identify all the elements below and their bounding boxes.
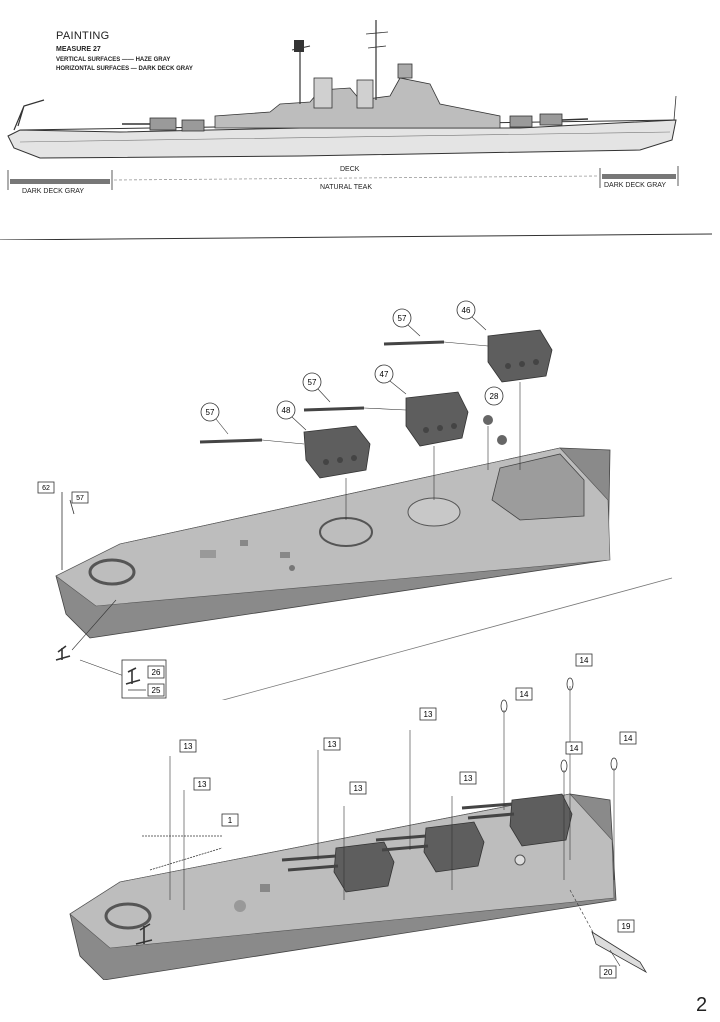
turret-48: [303, 425, 371, 479]
callout-13-a: 13: [419, 707, 437, 721]
callout-28: 28: [484, 386, 504, 406]
svg-text:57: 57: [398, 314, 407, 323]
svg-text:14: 14: [580, 656, 589, 665]
callout-13-c: 13: [179, 739, 197, 753]
svg-text:13: 13: [354, 784, 363, 793]
svg-text:13: 13: [328, 740, 337, 749]
callout-57-a: 57: [392, 308, 421, 337]
callout-14-d: 14: [619, 731, 637, 745]
callout-57-b: 57: [302, 372, 331, 403]
callout-25: 25: [147, 683, 165, 697]
svg-text:13: 13: [464, 774, 473, 783]
deck-left-label: DARK DECK GRAY: [22, 188, 85, 195]
vertical-surfaces-label: VERTICAL SURFACES —— HAZE GRAY: [56, 57, 171, 63]
svg-text:14: 14: [570, 744, 579, 753]
callout-1: 1: [221, 813, 239, 827]
svg-text:13: 13: [424, 710, 433, 719]
callout-13-b: 13: [323, 737, 341, 751]
svg-text:26: 26: [152, 668, 161, 677]
deck-title: DECK: [340, 166, 360, 173]
painting-measure: MEASURE 27: [56, 46, 101, 53]
svg-text:20: 20: [604, 968, 613, 977]
svg-text:13: 13: [184, 742, 193, 751]
svg-text:57: 57: [206, 408, 215, 417]
callout-46: 46: [456, 300, 487, 331]
callout-14-c: 14: [565, 741, 583, 755]
callout-19: 19: [617, 919, 635, 933]
callout-57-d: 57: [71, 491, 89, 504]
callout-13-d: 13: [193, 777, 211, 791]
turret-46: [487, 329, 553, 383]
callout-14-a: 14: [575, 653, 593, 667]
step1-assembly-drawing: 57 46 57 47 28 57 48 62 57 26 25: [37, 300, 673, 700]
turret-47: [405, 391, 469, 447]
svg-text:14: 14: [520, 690, 529, 699]
svg-text:57: 57: [76, 495, 84, 502]
horizontal-surfaces-label: HORIZONTAL SURFACES — DARK DECK GRAY: [56, 66, 193, 72]
page-number: 2: [696, 994, 708, 1016]
step2-assembly-drawing: 14 14 13 13 13 13 14 14 13 13 1 19 20: [69, 653, 648, 980]
svg-text:62: 62: [42, 485, 50, 492]
svg-text:28: 28: [490, 392, 499, 401]
callout-62: 62: [37, 481, 55, 494]
callout-48: 48: [276, 400, 307, 431]
svg-text:1: 1: [228, 816, 233, 825]
painting-title: PAINTING: [56, 30, 110, 42]
svg-text:19: 19: [622, 922, 631, 931]
svg-text:57: 57: [308, 378, 317, 387]
deck-middle-label: NATURAL TEAK: [320, 184, 372, 191]
svg-text:47: 47: [380, 370, 389, 379]
svg-text:48: 48: [282, 406, 291, 415]
svg-text:14: 14: [624, 734, 633, 743]
callout-13-f: 13: [349, 781, 367, 795]
callout-14-b: 14: [515, 687, 533, 701]
svg-text:13: 13: [198, 780, 207, 789]
deck-right-label: DARK DECK GRAY: [604, 182, 667, 189]
callout-57-c: 57: [200, 402, 229, 435]
svg-text:46: 46: [462, 306, 471, 315]
ship-profile-drawing: [0, 20, 713, 240]
callout-13-e: 13: [459, 771, 477, 785]
svg-text:25: 25: [152, 686, 161, 695]
callout-20: 20: [599, 965, 617, 979]
callout-47: 47: [374, 364, 407, 395]
callout-26: 26: [147, 665, 165, 679]
